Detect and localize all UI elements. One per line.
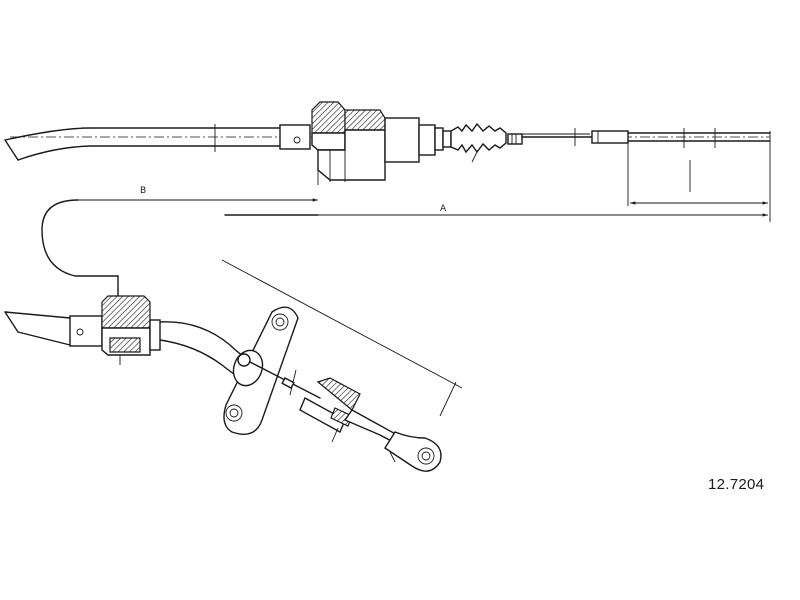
lower-end-fitting: [249, 361, 442, 472]
cable-routing-centerline: [41, 199, 463, 417]
part-number-label: 12.7204: [708, 476, 765, 493]
dimension-end-fitting: [627, 143, 771, 222]
dimension-a: A: [318, 204, 768, 217]
inner-wire: [520, 128, 771, 148]
lower-adjuster-housing: [69, 295, 161, 365]
dimension-a-label: A: [440, 204, 447, 214]
dimension-b: B: [78, 186, 318, 202]
rubber-bellows: [450, 122, 523, 163]
dimension-b-label: B: [140, 186, 146, 196]
mounting-bracket: [223, 306, 299, 435]
upper-adjuster-housing: [279, 101, 452, 185]
